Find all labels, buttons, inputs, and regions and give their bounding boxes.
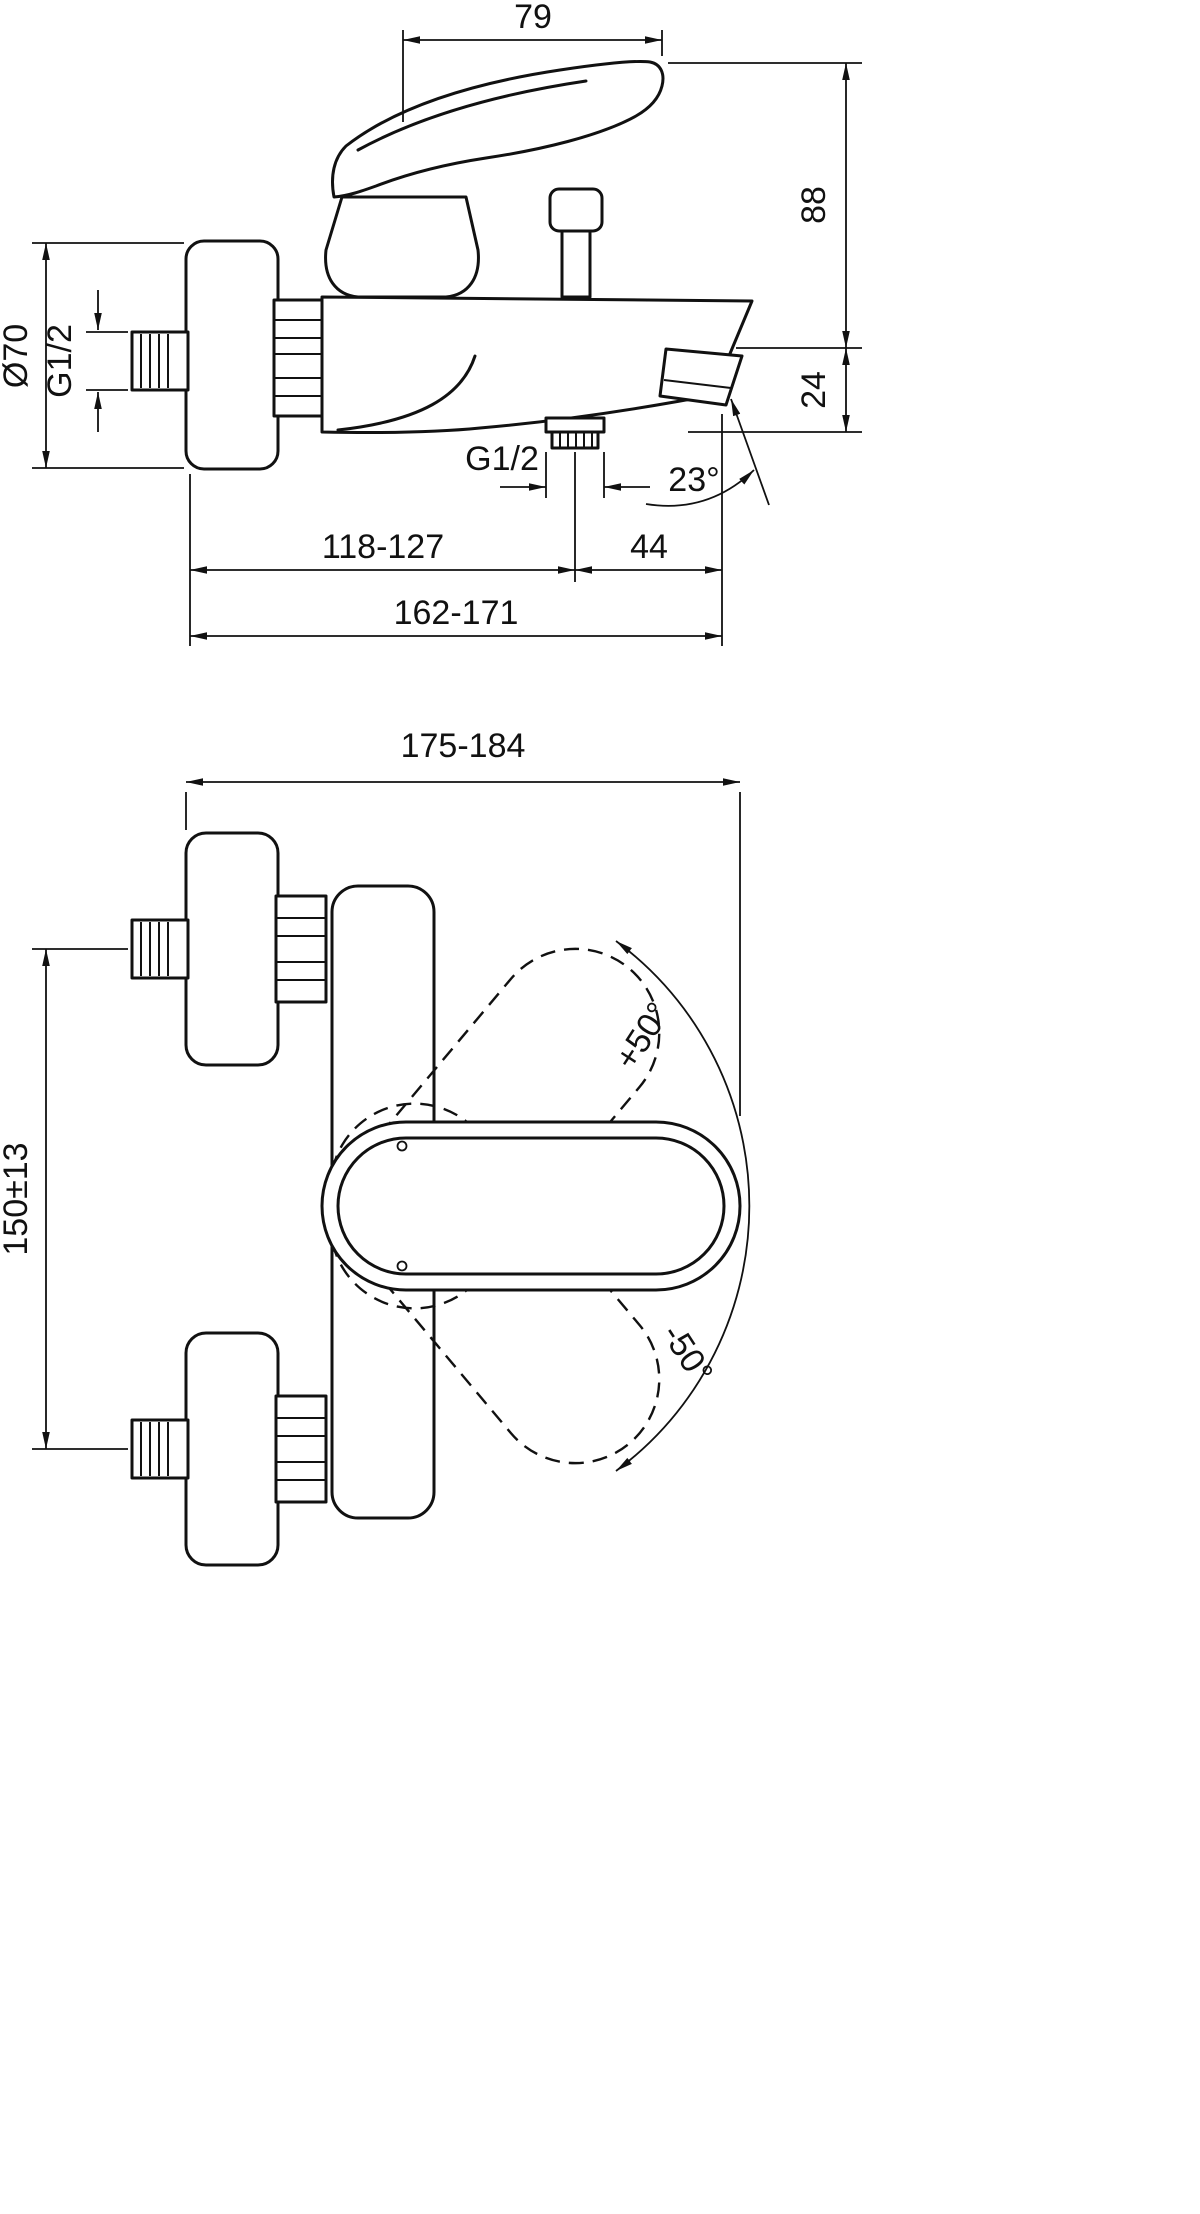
dim-wall-to-outlet: 118-127 <box>189 414 723 646</box>
plan-view: +50° -50° 175-184 150±13 <box>0 727 751 1567</box>
dim-88-label: 88 <box>795 186 833 224</box>
wall-flange <box>184 239 280 471</box>
lever-handle <box>331 59 665 199</box>
dim-inlet-spacing: 150±13 <box>0 948 128 1450</box>
dim-24-label: 24 <box>795 371 833 409</box>
dim-outlet-to-spout: 44 <box>575 528 722 574</box>
diverter-knob <box>548 187 604 299</box>
dim-g12-outlet-label: G1/2 <box>465 440 539 478</box>
dim-23deg-label: 23° <box>668 461 719 499</box>
inlet-nipple <box>130 330 190 392</box>
spout-underside-curve <box>336 354 477 432</box>
dim-spout-height: 24 <box>688 348 862 433</box>
dim-162-171-label: 162-171 <box>394 594 519 632</box>
handle-screw-top <box>396 1140 408 1152</box>
dim-overall-depth: 175-184 <box>185 727 741 1116</box>
dim-body-height: 88 <box>668 62 862 349</box>
side-view: 79 88 24 Ø70 G1/2 <box>0 0 862 646</box>
dim-44-label: 44 <box>630 528 668 566</box>
dim-flange-diameter: Ø70 <box>0 242 184 469</box>
wall-flange-top <box>184 831 280 1067</box>
connection-nut <box>272 298 326 418</box>
connection-nut-top <box>274 894 328 1004</box>
connection-nut-bottom <box>274 1394 328 1504</box>
dim-spout-angle: 23° <box>645 398 770 507</box>
dim-handle-length: 79 <box>402 0 663 122</box>
dim-minus50-label: -50° <box>654 1317 720 1390</box>
dim-150-label: 150±13 <box>0 1142 35 1255</box>
dim-d70-label: Ø70 <box>0 324 35 388</box>
dim-plus50-label: +50° <box>607 996 678 1076</box>
cartridge-dome <box>324 195 480 299</box>
mixer-body <box>320 295 754 435</box>
inlet-nipple-top <box>130 918 190 980</box>
shower-outlet <box>544 416 606 450</box>
wall-flange-bottom <box>184 1331 280 1567</box>
dim-79-label: 79 <box>514 0 552 36</box>
handle-screw-bottom <box>396 1260 408 1272</box>
dim-118-127-label: 118-127 <box>322 528 444 566</box>
inlet-nipple-bottom <box>130 1418 190 1480</box>
aerator <box>658 347 744 407</box>
dim-g12-inlet-label: G1/2 <box>41 324 79 398</box>
handle-detail-line <box>356 79 588 152</box>
dim-inlet-thread: G1/2 <box>41 290 128 432</box>
lever-handle-plan <box>320 1120 742 1292</box>
dim-175-184-label: 175-184 <box>401 727 526 765</box>
dim-wall-to-spout: 162-171 <box>190 594 722 640</box>
dim-outlet-thread: G1/2 <box>465 440 650 498</box>
